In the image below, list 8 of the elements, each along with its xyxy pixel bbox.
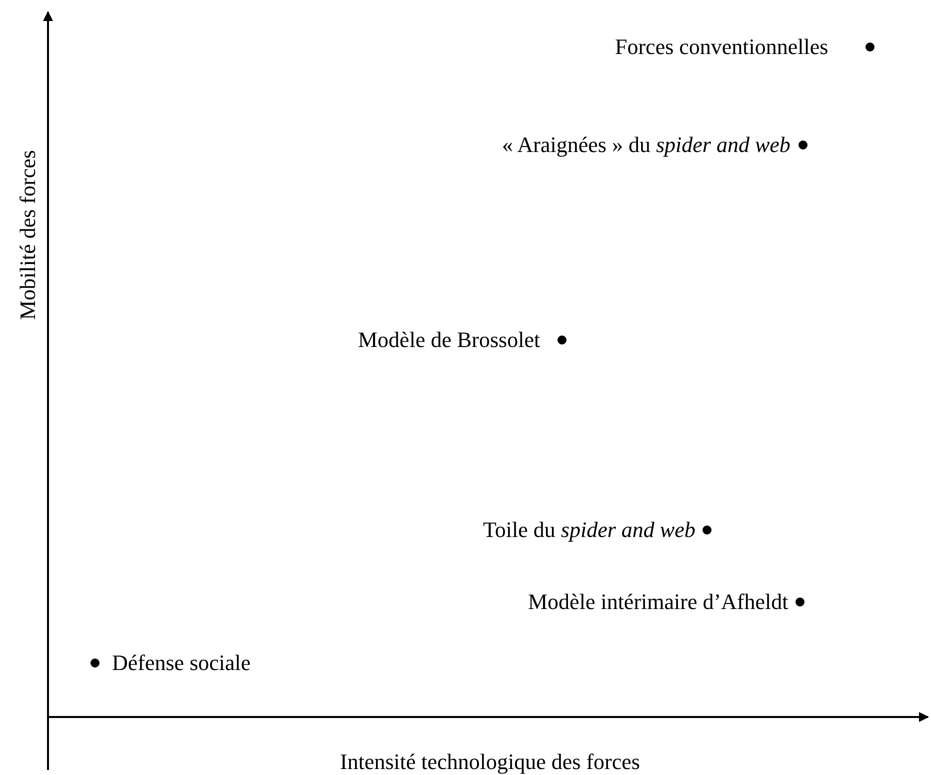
point-label: Toile du spider and web	[483, 517, 696, 543]
point-label: Modèle intérimaire d’Afheldt	[528, 589, 788, 615]
axis-title: Intensité technologique des forces	[340, 749, 640, 775]
point-label: « Araignées » du spider and web	[502, 132, 790, 158]
point-label: Forces conventionnelles	[615, 34, 828, 60]
point-label: Modèle de Brossolet	[358, 327, 540, 353]
point-label: Défense sociale	[112, 650, 251, 676]
axis-title: Mobilité des forces	[14, 150, 41, 320]
